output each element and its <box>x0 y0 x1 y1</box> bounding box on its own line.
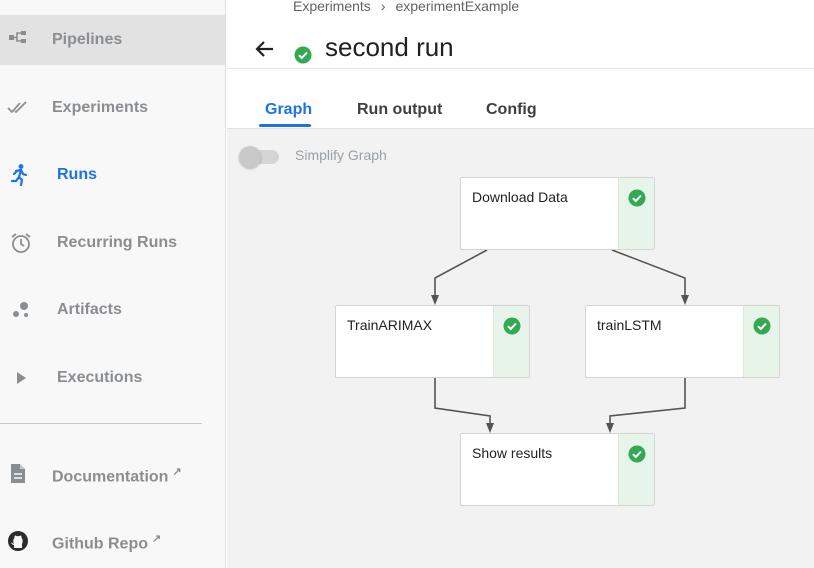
check-circle-icon <box>753 317 771 335</box>
artifacts-icon <box>9 298 33 322</box>
sidebar-item-pipelines[interactable]: Pipelines <box>0 15 225 65</box>
sidebar-item-experiments[interactable]: Experiments <box>0 83 225 133</box>
graph-node-trainarimax[interactable]: TrainARIMAX <box>335 305 530 378</box>
play-icon <box>9 366 33 390</box>
sidebar-item-label: Executions <box>57 369 143 386</box>
sidebar-item-artifacts[interactable]: Artifacts <box>0 285 225 335</box>
sidebar-item-github-repo[interactable]: Github Repo↗ <box>0 516 225 566</box>
graph-node-trainlstm[interactable]: trainLSTM <box>585 305 780 378</box>
tab-graph[interactable]: Graph <box>265 101 313 118</box>
node-status <box>618 434 654 505</box>
breadcrumb-experiment-link[interactable]: experimentExample <box>395 0 520 14</box>
pipelines-icon <box>6 28 30 52</box>
node-label: trainLSTM <box>597 317 662 333</box>
sidebar-item-label: Runs <box>57 166 97 183</box>
check-circle-icon <box>503 317 521 335</box>
breadcrumb: Experiments › experimentExample <box>293 0 519 14</box>
documentation-label: Documentation <box>52 468 169 486</box>
arrow-back-icon <box>255 41 273 57</box>
node-label: TrainARIMAX <box>347 317 433 333</box>
active-tab-indicator <box>259 124 311 127</box>
alarm-clock-icon <box>9 231 33 255</box>
sidebar-item-label: Github Repo↗ <box>52 532 161 553</box>
sidebar: Pipelines Experiments Runs Recurring Run… <box>0 0 226 568</box>
node-label: Show results <box>472 445 553 461</box>
sidebar-item-label: Recurring Runs <box>57 234 178 251</box>
sidebar-divider <box>0 423 202 424</box>
sidebar-item-executions[interactable]: Executions <box>0 353 225 403</box>
github-icon <box>6 529 30 553</box>
node-status <box>493 306 529 377</box>
tab-run-output[interactable]: Run output <box>357 101 443 118</box>
runs-icon <box>6 163 30 187</box>
github-repo-label: Github Repo <box>52 535 148 553</box>
simplify-graph-toggle[interactable] <box>239 146 281 168</box>
graph-node-download-data[interactable]: Download Data <box>460 177 655 250</box>
check-circle-icon <box>628 445 646 463</box>
sidebar-item-runs[interactable]: Runs <box>0 150 225 200</box>
sidebar-item-label: Artifacts <box>57 301 122 318</box>
node-status <box>618 178 654 249</box>
node-label: Download Data <box>472 189 568 205</box>
breadcrumb-separator: › <box>380 0 386 14</box>
simplify-graph-label: Simplify Graph <box>295 147 387 163</box>
success-status-icon <box>294 46 312 64</box>
sidebar-item-label: Experiments <box>52 99 149 116</box>
check-circle-icon <box>628 189 646 207</box>
external-link-icon: ↗ <box>151 533 162 545</box>
sidebar-item-recurring-runs[interactable]: Recurring Runs <box>0 218 225 268</box>
graph-node-show-results[interactable]: Show results <box>460 433 655 506</box>
header-divider <box>227 68 814 69</box>
document-icon <box>6 462 30 486</box>
back-button[interactable] <box>252 36 278 62</box>
page-title: second run <box>325 32 454 62</box>
node-status <box>743 306 779 377</box>
tab-config[interactable]: Config <box>486 101 537 118</box>
sidebar-item-documentation[interactable]: Documentation↗ <box>0 449 225 499</box>
sidebar-item-label: Pipelines <box>52 31 123 48</box>
experiments-icon <box>6 96 30 120</box>
breadcrumb-experiments-link[interactable]: Experiments <box>293 0 371 14</box>
toggle-knob <box>239 146 261 168</box>
external-link-icon: ↗ <box>172 466 182 478</box>
sidebar-item-label: Documentation↗ <box>52 465 182 486</box>
